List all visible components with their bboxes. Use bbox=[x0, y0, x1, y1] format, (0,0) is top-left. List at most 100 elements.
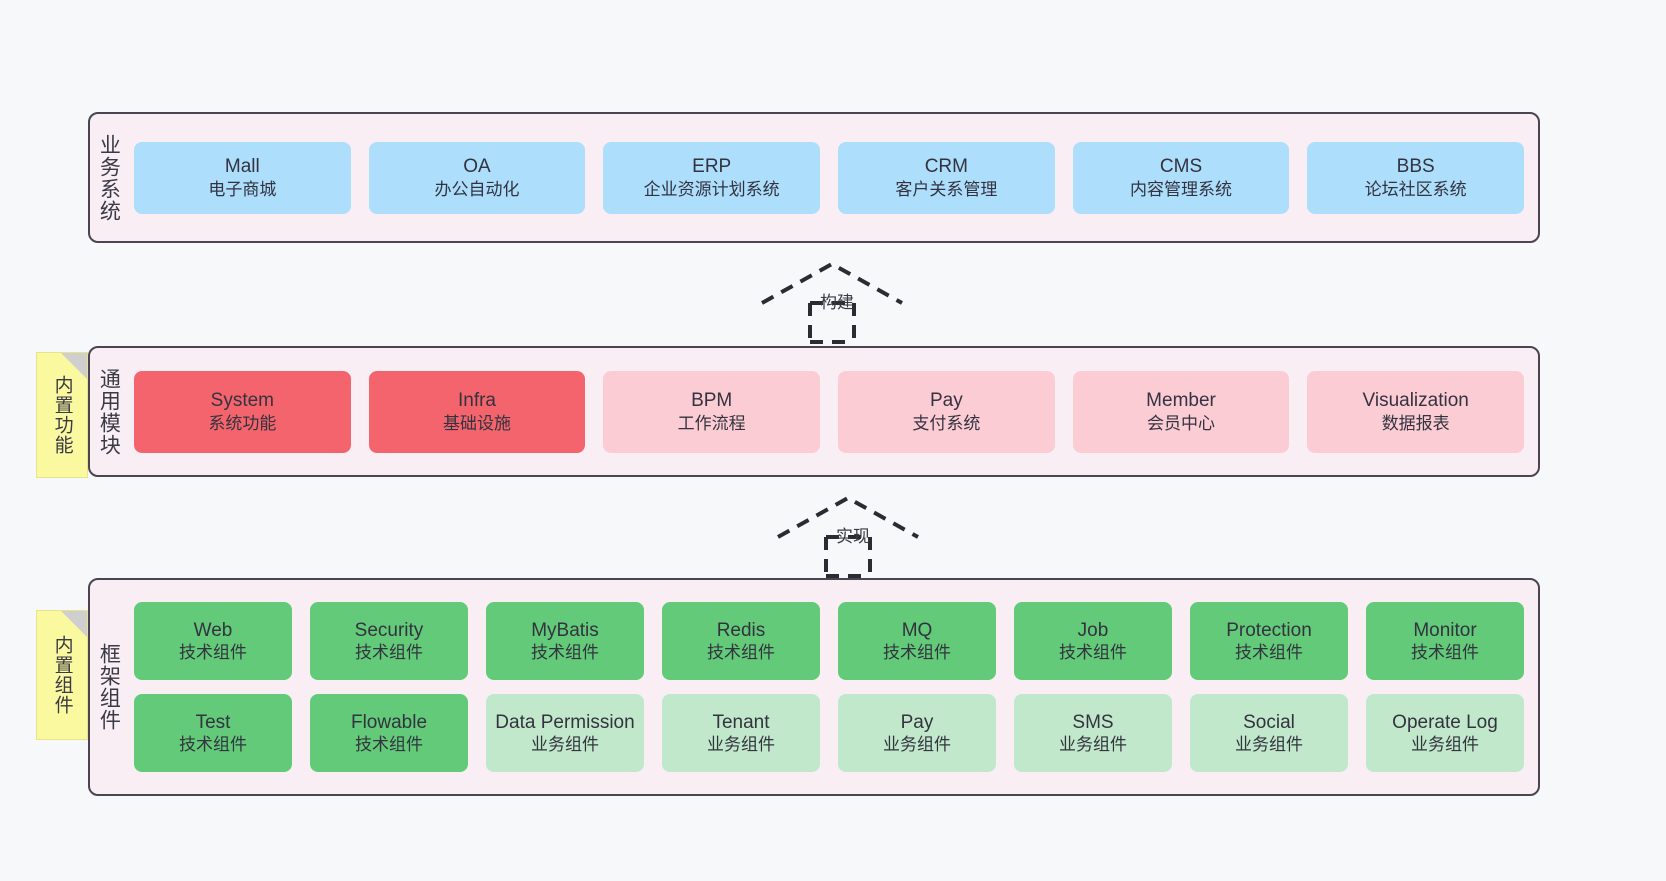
card-subtitle: 内容管理系统 bbox=[1130, 179, 1233, 199]
card-mybatis[interactable]: MyBatis 技术组件 bbox=[486, 602, 644, 680]
card-title: Test bbox=[195, 711, 231, 733]
connector-label-build: 构建 bbox=[820, 293, 854, 312]
layer-title-framework: 框架组件 bbox=[97, 643, 121, 731]
card-title: Social bbox=[1243, 711, 1295, 733]
card-title: CRM bbox=[924, 156, 968, 178]
card-web[interactable]: Web 技术组件 bbox=[134, 602, 292, 680]
card-title: Protection bbox=[1226, 619, 1312, 641]
card-title: Pay bbox=[929, 390, 963, 412]
card-oa[interactable]: OA 办公自动化 bbox=[368, 141, 586, 214]
card-bpm[interactable]: BPM 工作流程 bbox=[603, 370, 821, 453]
card-subtitle: 业务组件 bbox=[1059, 735, 1127, 755]
card-subtitle: 业务组件 bbox=[1235, 735, 1303, 755]
card-subtitle: 电子商城 bbox=[208, 179, 277, 199]
arrow-stem bbox=[824, 535, 872, 578]
card-subtitle: 业务组件 bbox=[883, 735, 951, 755]
layer-framework-components: 框架组件 Web 技术组件 Security 技术组件 MyBatis 技术组件… bbox=[88, 578, 1540, 796]
card-title: BBS bbox=[1396, 156, 1435, 178]
card-title: ERP bbox=[692, 156, 732, 178]
card-security[interactable]: Security 技术组件 bbox=[310, 602, 468, 680]
card-title: Security bbox=[354, 619, 424, 641]
card-subtitle: 技术组件 bbox=[1235, 643, 1303, 663]
card-title: Data Permission bbox=[495, 711, 635, 733]
card-title: CMS bbox=[1159, 156, 1203, 178]
card-subtitle: 技术组件 bbox=[1059, 643, 1127, 663]
card-title: Flowable bbox=[350, 711, 428, 733]
card-job[interactable]: Job 技术组件 bbox=[1014, 602, 1172, 680]
card-row: Test 技术组件 Flowable 技术组件 Data Permission … bbox=[134, 694, 1524, 772]
sticky-note-builtin-components: 内置组件 bbox=[36, 610, 88, 740]
card-visualization[interactable]: Visualization 数据报表 bbox=[1307, 370, 1525, 453]
card-title: Infra bbox=[457, 390, 497, 412]
card-flowable[interactable]: Flowable 技术组件 bbox=[310, 694, 468, 772]
layer-title-common: 通用模块 bbox=[97, 367, 121, 456]
card-subtitle: 客户关系管理 bbox=[895, 179, 998, 199]
card-row: Mall 电子商城 OA 办公自动化 ERP 企业资源计划系统 CRM 客户关系… bbox=[134, 141, 1525, 214]
card-subtitle: 数据报表 bbox=[1381, 413, 1450, 433]
card-social[interactable]: Social 业务组件 bbox=[1190, 694, 1348, 772]
card-title: System bbox=[210, 390, 275, 412]
card-subtitle: 技术组件 bbox=[707, 643, 775, 663]
card-subtitle: 办公自动化 bbox=[434, 179, 520, 199]
card-subtitle: 技术组件 bbox=[179, 735, 247, 755]
card-system[interactable]: System 系统功能 bbox=[134, 370, 351, 453]
card-title: Monitor bbox=[1413, 619, 1477, 641]
layer-body-common: System 系统功能 Infra 基础设施 BPM 工作流程 Pay 支付系统… bbox=[126, 348, 1538, 475]
card-title: Member bbox=[1146, 390, 1216, 412]
card-mall[interactable]: Mall 电子商城 bbox=[134, 141, 351, 214]
card-sms[interactable]: SMS 业务组件 bbox=[1014, 694, 1172, 772]
card-monitor[interactable]: Monitor 技术组件 bbox=[1366, 602, 1524, 680]
card-title: Web bbox=[193, 619, 233, 641]
layer-title-business: 业务系统 bbox=[97, 133, 121, 222]
card-protection[interactable]: Protection 技术组件 bbox=[1190, 602, 1348, 680]
connector-build: 构建 bbox=[752, 258, 912, 346]
layer-body-framework: Web 技术组件 Security 技术组件 MyBatis 技术组件 Redi… bbox=[126, 580, 1538, 794]
card-crm[interactable]: CRM 客户关系管理 bbox=[838, 141, 1055, 214]
card-infra[interactable]: Infra 基础设施 bbox=[368, 370, 586, 453]
card-title: BPM bbox=[691, 390, 733, 412]
card-operate-log[interactable]: Operate Log 业务组件 bbox=[1366, 694, 1524, 772]
connector-implement: 实现 bbox=[768, 492, 928, 580]
card-mq[interactable]: MQ 技术组件 bbox=[838, 602, 996, 680]
card-cms[interactable]: CMS 内容管理系统 bbox=[1072, 141, 1290, 214]
card-pay-biz[interactable]: Pay 业务组件 bbox=[838, 694, 996, 772]
layer-business-systems: 业务系统 Mall 电子商城 OA 办公自动化 ERP 企业资源计划系统 CRM… bbox=[88, 112, 1540, 243]
card-title: Redis bbox=[716, 619, 766, 641]
card-title: Tenant bbox=[712, 711, 770, 733]
card-bbs[interactable]: BBS 论坛社区系统 bbox=[1307, 141, 1525, 214]
card-title: MyBatis bbox=[531, 619, 599, 641]
arrow-head-outline bbox=[777, 495, 919, 539]
card-redis[interactable]: Redis 技术组件 bbox=[662, 602, 820, 680]
card-subtitle: 技术组件 bbox=[883, 643, 951, 663]
card-subtitle: 工作流程 bbox=[677, 413, 746, 433]
card-subtitle: 企业资源计划系统 bbox=[643, 179, 780, 199]
card-title: SMS bbox=[1072, 711, 1114, 733]
card-subtitle: 业务组件 bbox=[531, 735, 599, 755]
card-subtitle: 技术组件 bbox=[1411, 643, 1479, 663]
card-subtitle: 技术组件 bbox=[531, 643, 599, 663]
card-tenant[interactable]: Tenant 业务组件 bbox=[662, 694, 820, 772]
card-row: Web 技术组件 Security 技术组件 MyBatis 技术组件 Redi… bbox=[134, 602, 1524, 680]
card-title: Pay bbox=[900, 711, 934, 733]
card-title: Visualization bbox=[1362, 390, 1469, 412]
card-test[interactable]: Test 技术组件 bbox=[134, 694, 292, 772]
card-subtitle: 业务组件 bbox=[707, 735, 775, 755]
connector-label-implement: 实现 bbox=[836, 527, 870, 546]
layer-body-business: Mall 电子商城 OA 办公自动化 ERP 企业资源计划系统 CRM 客户关系… bbox=[126, 114, 1538, 241]
card-member[interactable]: Member 会员中心 bbox=[1072, 370, 1290, 453]
card-subtitle: 会员中心 bbox=[1147, 413, 1216, 433]
card-title: Mall bbox=[224, 156, 260, 178]
card-data-permission[interactable]: Data Permission 业务组件 bbox=[486, 694, 644, 772]
sticky-note-builtin-features: 内置功能 bbox=[36, 352, 88, 478]
arrow-head-outline bbox=[761, 261, 903, 305]
card-subtitle: 支付系统 bbox=[912, 413, 981, 433]
card-subtitle: 技术组件 bbox=[355, 643, 423, 663]
arrow-stem bbox=[808, 301, 856, 344]
card-pay[interactable]: Pay 支付系统 bbox=[838, 370, 1055, 453]
card-erp[interactable]: ERP 企业资源计划系统 bbox=[603, 141, 821, 214]
card-subtitle: 论坛社区系统 bbox=[1364, 179, 1467, 199]
card-subtitle: 系统功能 bbox=[208, 413, 277, 433]
card-subtitle: 业务组件 bbox=[1411, 735, 1479, 755]
card-title: Operate Log bbox=[1392, 711, 1498, 733]
